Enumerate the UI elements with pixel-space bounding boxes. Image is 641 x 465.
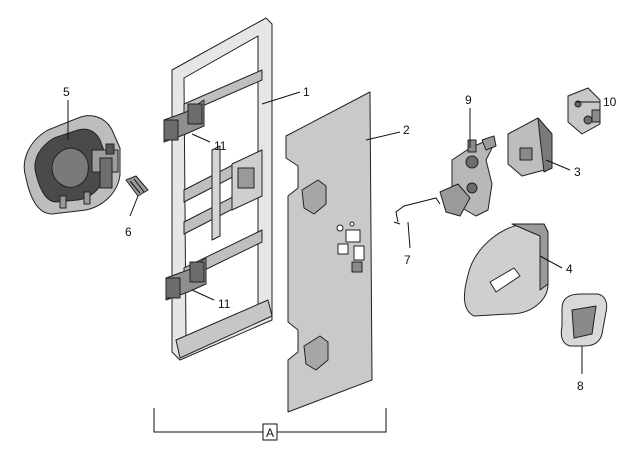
part-8-handle-bezel — [560, 293, 608, 347]
callout-6: 6 — [125, 225, 132, 239]
group-label-text: A — [266, 426, 274, 440]
callout-11-top: 11 — [214, 139, 227, 153]
part-4-handle-cover — [464, 223, 549, 317]
callout-7: 7 — [404, 253, 411, 267]
part-7-link-rod — [393, 197, 441, 225]
callout-11-bottom: 11 — [218, 297, 231, 311]
callout-9: 9 — [465, 93, 472, 107]
part-2-inner-panel — [285, 91, 373, 413]
part-3-striker-bracket — [507, 117, 553, 177]
callout-4: 4 — [566, 262, 573, 276]
callout-3: 3 — [574, 165, 581, 179]
group-label-a: A — [262, 423, 278, 441]
part-6-threaded-stud — [125, 175, 149, 197]
callout-2: 2 — [403, 123, 410, 137]
part-10-catch-block — [567, 87, 601, 135]
part-11-hinge-bottom — [165, 257, 207, 301]
part-5-lock-housing — [23, 115, 121, 215]
part-9-latch — [439, 135, 497, 217]
callout-5: 5 — [63, 85, 70, 99]
part-11-hinge-top — [163, 99, 205, 143]
callout-1: 1 — [303, 85, 310, 99]
callout-10: 10 — [603, 95, 617, 109]
callout-8: 8 — [577, 379, 584, 393]
